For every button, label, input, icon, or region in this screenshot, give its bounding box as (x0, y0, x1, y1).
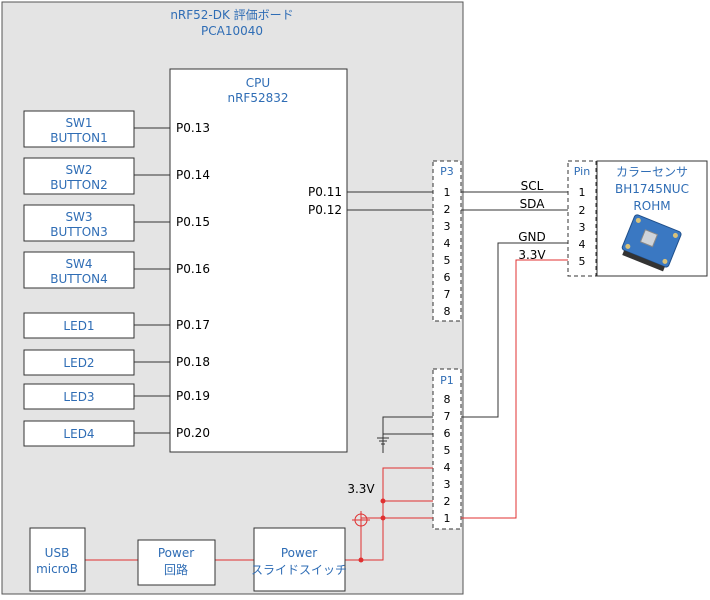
usb-label: USB (45, 546, 70, 560)
signal-gnd: GND (518, 230, 546, 244)
led-1: LED1 (23, 312, 135, 339)
button-sw1: SW1 BUTTON1 (23, 110, 135, 148)
cpu-pin-p014: P0.14 (176, 168, 210, 182)
led-4: LED4 (23, 420, 135, 447)
p1-pin-6: 6 (444, 427, 451, 440)
cpu-pin-p018: P0.18 (176, 355, 210, 369)
sensor-pin-1: 1 (579, 186, 586, 199)
signal-sda: SDA (520, 197, 546, 211)
cpu-pin-p011: P0.11 (308, 185, 342, 199)
signal-scl: SCL (521, 179, 544, 193)
header-p1 (432, 368, 462, 530)
sensor-header-label: Pin (574, 165, 590, 178)
p3-pin-8: 8 (444, 305, 451, 318)
button-led-wires (134, 127, 170, 434)
test-point-icon (352, 511, 370, 529)
button-sw1-label: BUTTON1 (50, 131, 108, 145)
sensor-pin-5: 5 (579, 255, 586, 268)
power-junction-3 (358, 557, 364, 563)
cpu-pin-p015: P0.15 (176, 215, 210, 229)
cpu-pin-p012: P0.12 (308, 203, 342, 217)
header-p3 (432, 160, 462, 322)
cpu-pin-p017: P0.17 (176, 318, 210, 332)
power-switch-line2: スライドスイッチ (251, 563, 347, 577)
cpu-pin-p013: P0.13 (176, 121, 210, 135)
sensor-title: カラーセンサ (616, 165, 688, 179)
led-3: LED3 (23, 383, 135, 410)
sensor-part-number: BH1745NUC (615, 182, 689, 196)
usb-type: microB (36, 562, 78, 576)
button-sw1-name: SW1 (65, 116, 92, 130)
button-sw2-label: BUTTON2 (50, 178, 108, 192)
cpu-block (169, 68, 348, 453)
p3-pin-3: 3 (444, 220, 451, 233)
led-1-label: LED1 (63, 319, 94, 333)
p3-pin-5: 5 (444, 254, 451, 267)
cpu-title: CPU (246, 76, 270, 90)
power-circuit-line1: Power (158, 546, 194, 560)
button-sw3-label: BUTTON3 (50, 225, 108, 239)
cpu-pin-p019: P0.19 (176, 389, 210, 403)
p3-pin-1: 1 (444, 186, 451, 199)
button-sw2: SW2 BUTTON2 (23, 157, 135, 195)
cpu-pin-p020: P0.20 (176, 426, 210, 440)
power-circuit: Power 回路 (137, 539, 216, 586)
button-sw2-name: SW2 (65, 163, 92, 177)
board-subtitle: PCA10040 (201, 24, 263, 38)
led-4-label: LED4 (63, 427, 94, 441)
power-slide-switch: Power スライドスイッチ (251, 527, 347, 592)
header-p1-label: P1 (440, 374, 454, 387)
p1-pin-7: 7 (444, 410, 451, 423)
p1-pin-5: 5 (444, 444, 451, 457)
p3-pin-6: 6 (444, 271, 451, 284)
header-p3-label: P3 (440, 165, 454, 178)
led-2-label: LED2 (63, 356, 94, 370)
sensor-pin-2: 2 (579, 204, 586, 217)
sensor-maker: ROHM (633, 199, 670, 213)
signal-3v3-board: 3.3V (347, 482, 375, 496)
cpu-pin-p016: P0.16 (176, 262, 210, 276)
power-switch-line1: Power (281, 546, 317, 560)
led-2: LED2 (23, 349, 135, 376)
led-3-label: LED3 (63, 390, 94, 404)
p3-pin-7: 7 (444, 288, 451, 301)
button-sw4-label: BUTTON4 (50, 272, 108, 286)
sensor-board-image (621, 214, 682, 272)
power-junction-2 (380, 515, 386, 521)
p1-pin-3: 3 (444, 478, 451, 491)
board-title: nRF52-DK 評価ボード (170, 7, 293, 22)
power-junction-1 (380, 498, 386, 504)
p1-pin-4: 4 (444, 461, 451, 474)
button-sw3: SW3 BUTTON3 (23, 204, 135, 242)
p3-pin-4: 4 (444, 237, 451, 250)
sensor-pin-4: 4 (579, 238, 586, 251)
power-circuit-line2: 回路 (164, 562, 188, 577)
cpu-model: nRF52832 (227, 91, 288, 105)
header-sensor-pins (567, 160, 597, 277)
signal-3v3-sensor: 3.3V (518, 248, 546, 262)
button-sw4: SW4 BUTTON4 (23, 251, 135, 289)
p1-pin-8: 8 (444, 393, 451, 406)
signal-wires (347, 191, 568, 453)
p1-pin-2: 2 (444, 495, 451, 508)
button-sw3-name: SW3 (65, 210, 92, 224)
p3-pin-2: 2 (444, 203, 451, 216)
ground-icon (377, 437, 389, 445)
sensor-pin-3: 3 (579, 221, 586, 234)
p1-pin-1: 1 (444, 512, 451, 525)
button-sw4-name: SW4 (65, 257, 92, 271)
usb-microb: USB microB (29, 527, 86, 592)
